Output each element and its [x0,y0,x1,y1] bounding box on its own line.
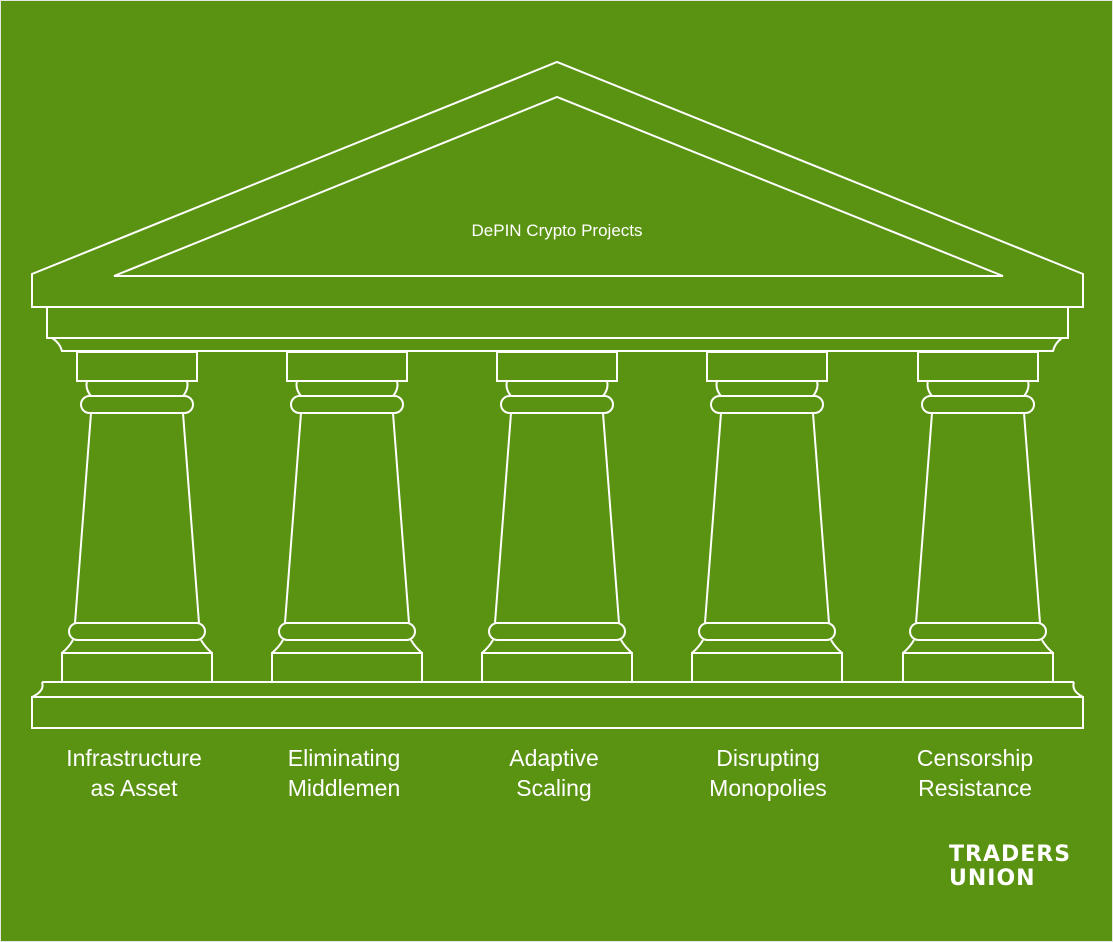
pillar-label-line: as Asset [90,775,178,801]
column-capital [917,351,1039,382]
base-platform [31,696,1084,729]
column-plinth [691,652,843,683]
pillar-label-censorship: Censorship Resistance [885,743,1065,803]
column-neck [505,380,609,397]
column-neck [926,380,1030,397]
column-capital [706,351,828,382]
column-shaft [494,412,620,624]
diagram-title: DePIN Crypto Projects [471,221,643,240]
base-step [31,681,1084,698]
column-base-neck [61,639,213,654]
column-shaft [74,412,200,624]
pillar-label-middlemen: Eliminating Middlemen [254,743,434,803]
column-capital [286,351,408,382]
column-base-neck [902,639,1054,654]
column-upper-ring [921,395,1035,414]
column-upper-ring [80,395,194,414]
column-neck [715,380,819,397]
columns-group [61,351,1054,683]
pillar-label-line: Monopolies [709,775,827,801]
pillar-label-line: Scaling [516,775,592,801]
column-plinth [271,652,423,683]
column-lower-ring [698,622,836,641]
roof-inner [113,95,1004,277]
column-base-neck [691,639,843,654]
pillar-label-infrastructure: Infrastructure as Asset [44,743,224,803]
entablature-base [51,337,1063,352]
pillar-label-line: Disrupting [716,745,820,771]
pillar-label-line: Eliminating [287,745,401,771]
column-plinth [481,652,633,683]
column-neck [85,380,189,397]
column-lower-ring [68,622,206,641]
column-capital [496,351,618,382]
column-plinth [902,652,1054,683]
pillar-label-monopolies: Disrupting Monopolies [678,743,858,803]
column-base-neck [271,639,423,654]
roof-outer [31,60,1084,308]
column-upper-ring [290,395,404,414]
column-base-neck [481,639,633,654]
column-capital [76,351,198,382]
pillar-label-line: Resistance [918,775,1032,801]
column-shaft [284,412,410,624]
traders-union-logo: TRADERS UNION [949,843,1071,891]
pillar-label-scaling: Adaptive Scaling [464,743,644,803]
column-plinth [61,652,213,683]
column-shaft [915,412,1041,624]
pillar-label-line: Middlemen [287,775,401,801]
column-upper-ring [500,395,614,414]
column-neck [295,380,399,397]
column-lower-ring [278,622,416,641]
column-upper-ring [710,395,824,414]
column-lower-ring [909,622,1047,641]
pillar-label-line: Infrastructure [66,745,202,771]
pillar-label-line: Adaptive [509,745,599,771]
pillar-label-line: Censorship [916,745,1034,771]
logo-line: TRADERS [949,842,1072,867]
entablature [46,306,1069,339]
column-lower-ring [488,622,626,641]
logo-line: UNION [949,866,1036,891]
column-shaft [704,412,830,624]
